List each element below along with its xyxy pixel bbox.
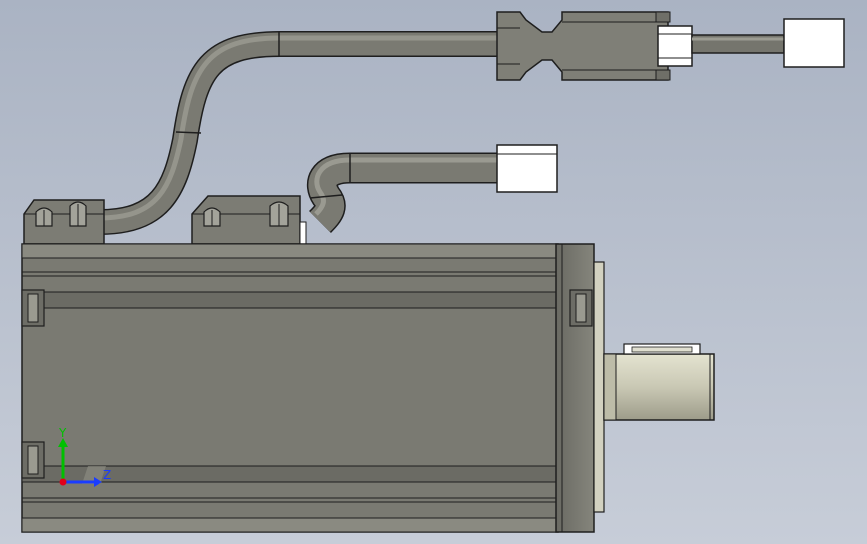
- power-plug[interactable]: [496, 144, 558, 193]
- encoder-cable-tail[interactable]: [691, 34, 785, 54]
- front-flange[interactable]: [555, 243, 605, 533]
- axis-y-label: Y: [58, 426, 67, 440]
- rear-bolt-top: [21, 289, 45, 327]
- output-shaft[interactable]: [603, 343, 715, 421]
- encoder-cable[interactable]: [99, 31, 500, 235]
- motor-housing[interactable]: [21, 243, 559, 533]
- encoder-connector-housing[interactable]: [496, 11, 693, 81]
- rear-bolt-bottom: [21, 441, 45, 479]
- encoder-cable-gland[interactable]: [23, 199, 105, 245]
- encoder-plug[interactable]: [783, 18, 845, 68]
- power-cable-gland[interactable]: [191, 195, 307, 245]
- power-cable[interactable]: [306, 152, 500, 233]
- coordinate-triad-icon: [58, 438, 106, 487]
- axis-z-label: Z: [103, 468, 111, 482]
